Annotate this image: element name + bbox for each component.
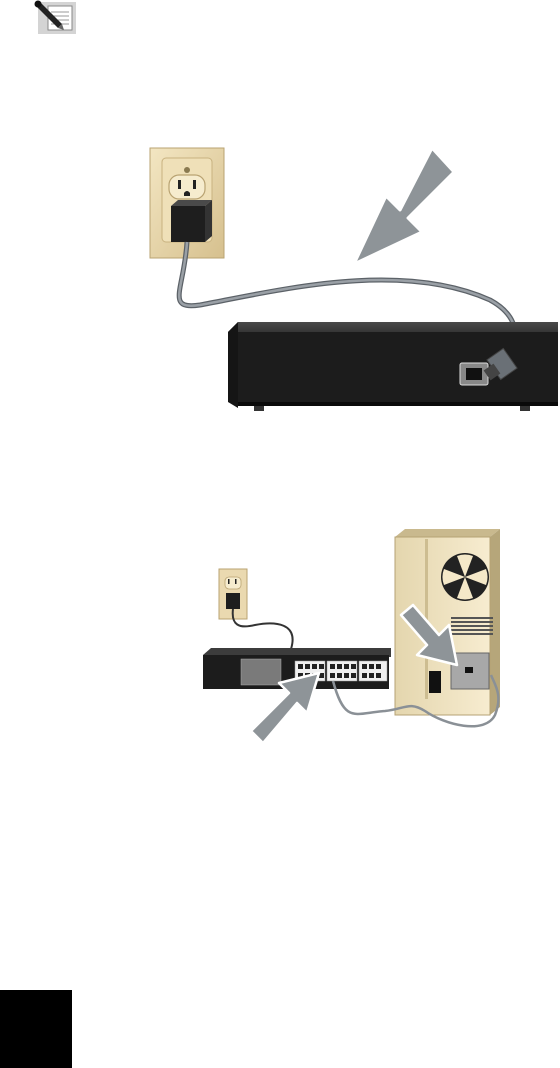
network-connection-illustration [195,525,560,750]
power-connection-illustration [140,140,560,420]
power-adapter [171,200,212,242]
pointer-arrow-icon [354,148,454,264]
page-tab-marker [0,990,72,1068]
note-pencil-icon [34,0,78,36]
